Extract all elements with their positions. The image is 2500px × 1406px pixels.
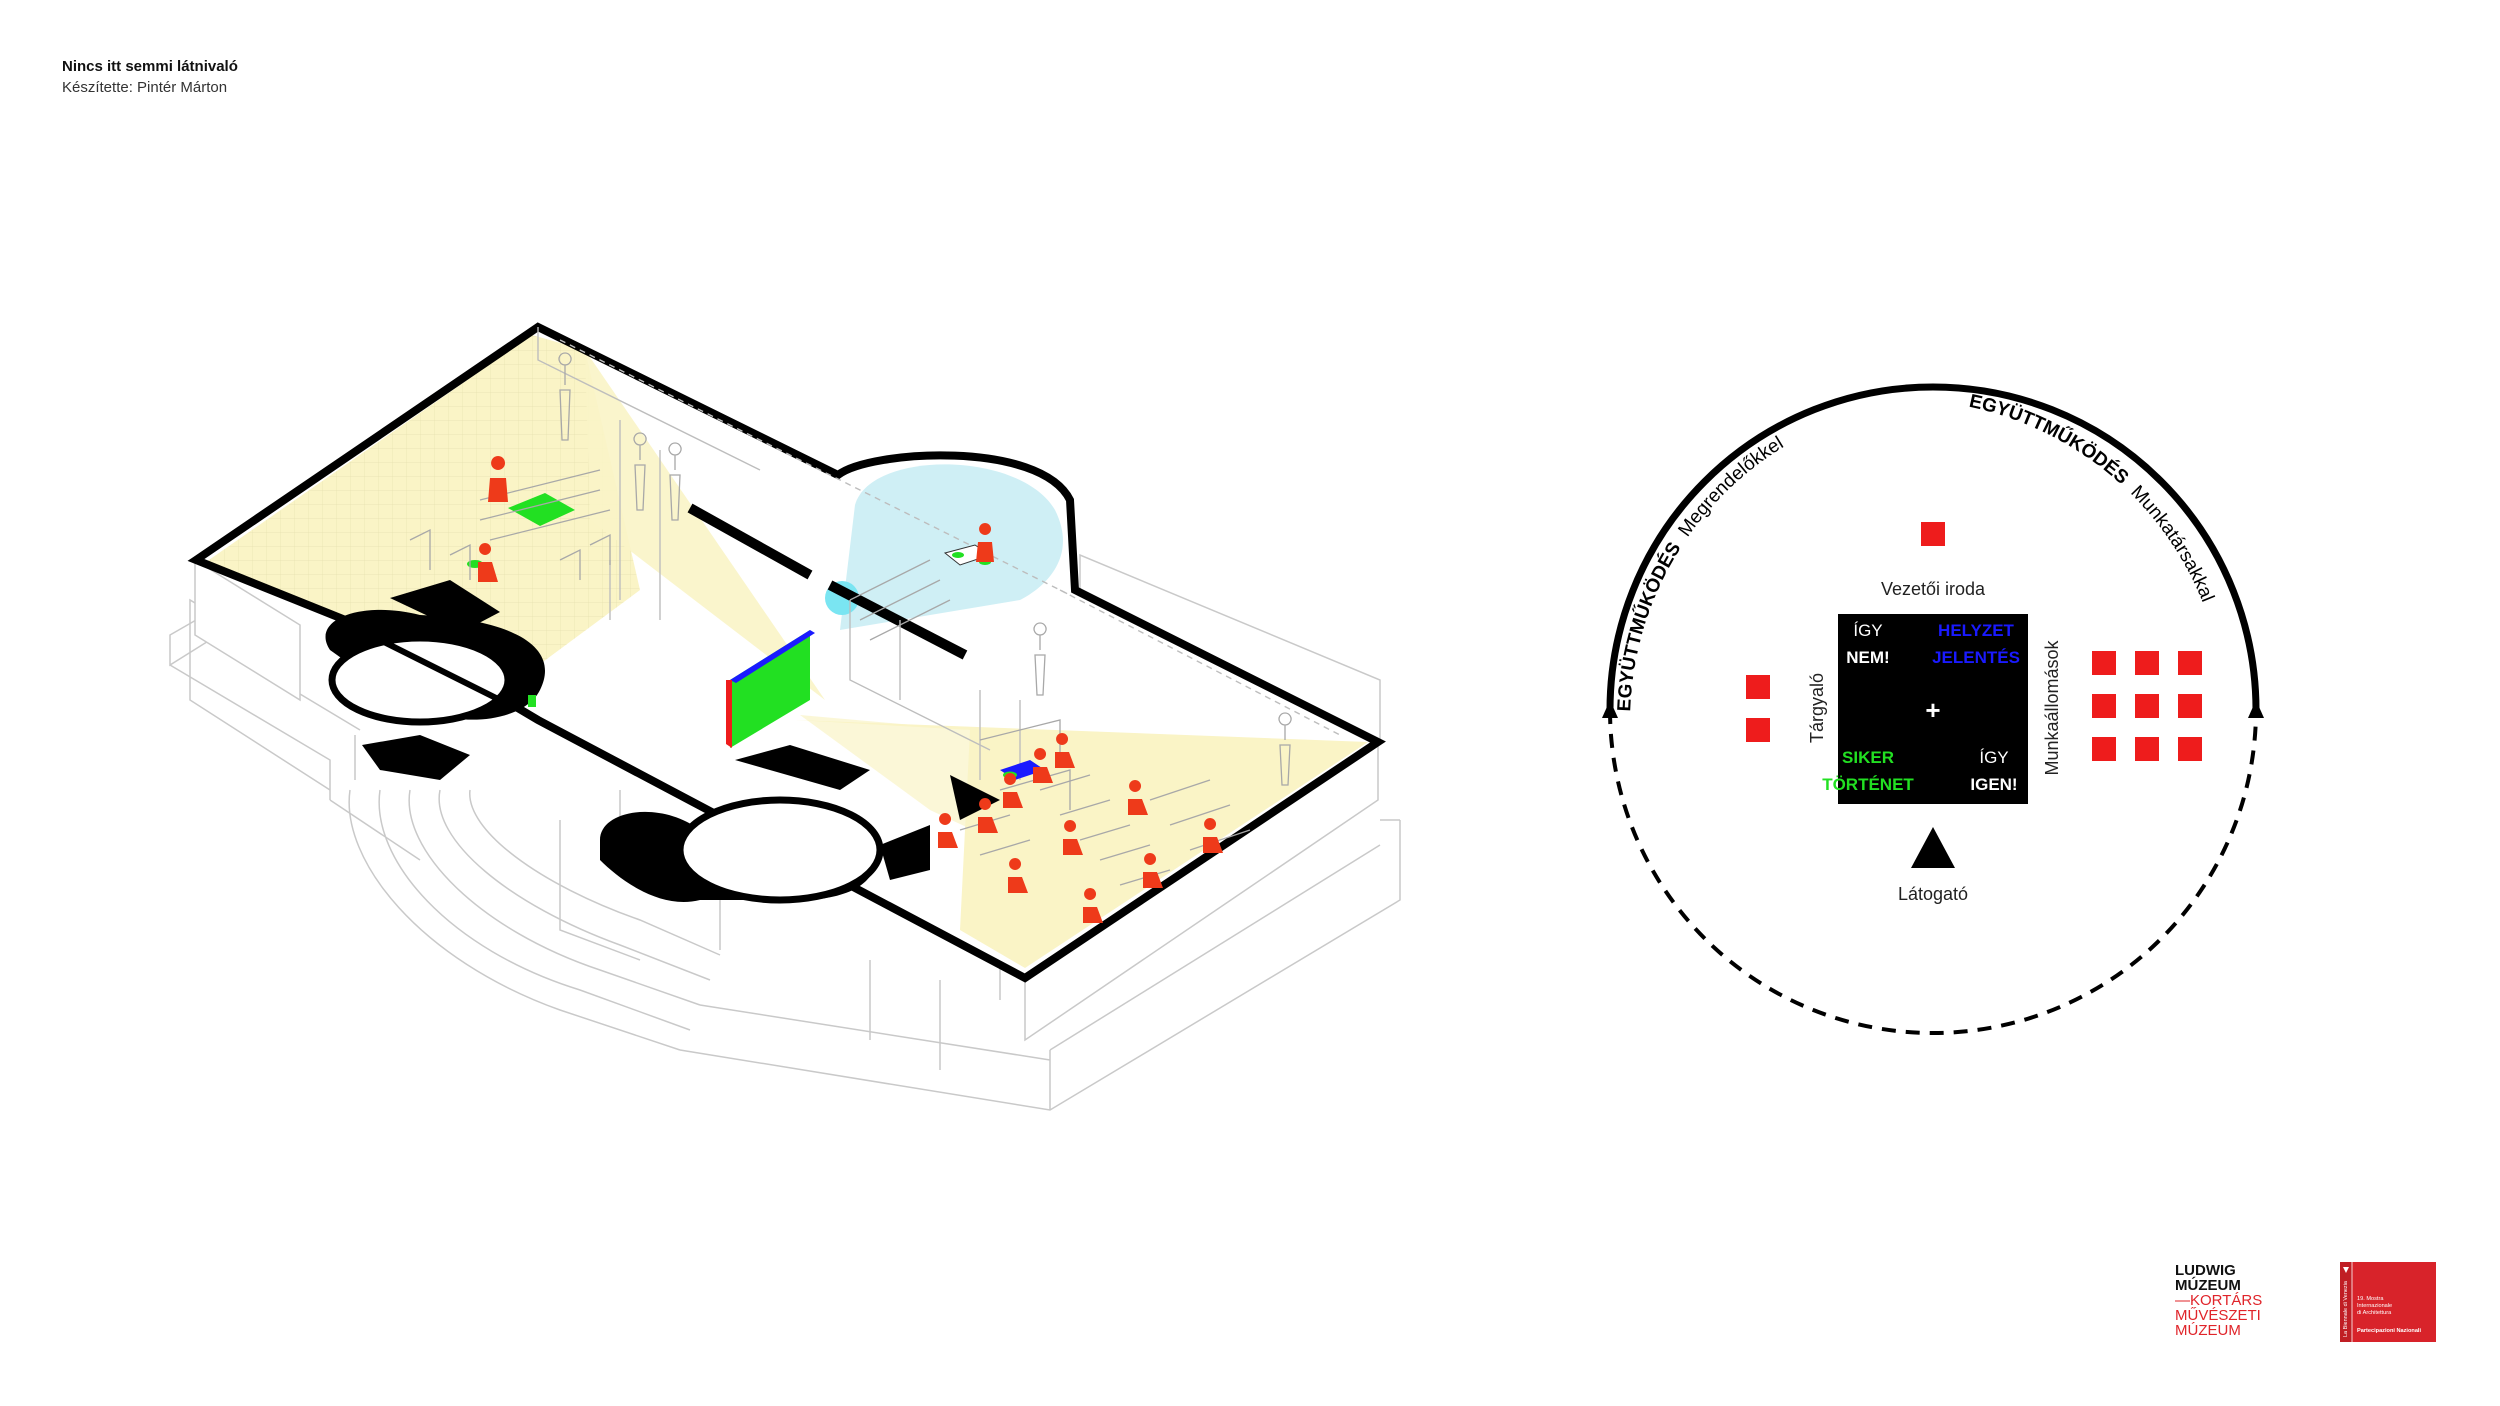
biennale-vertical: La Biennale di Venezia [2343,1280,2349,1337]
light-cones [206,335,1368,968]
grid-br-big: IGEN! [1970,775,2017,794]
meeting-square [1746,675,1770,699]
arc-left-text: Megrendelőkkel [1675,433,1788,541]
biennale-line2: Internazionale [2357,1303,2392,1309]
ludwig-museum-logo: LUDWIG MÚZEUM —KORTÁRS MŰVÉSZETI MÚZEUM [2175,1263,2295,1338]
red-squares [1746,522,2202,761]
biennale-line4: Partecipazioni Nazionali [2357,1328,2421,1334]
solid-arc [1606,383,2260,711]
grid-tr-line2: JELENTÉS [1932,648,2020,667]
label-workstations: Munkaállomások [2042,639,2062,775]
concept-diagram: EGYÜTTMŰKÖDÉS Megrendelőkkel EGYÜTTMŰKÖD… [1602,383,2264,1035]
visitor-triangle-icon [1911,827,1955,868]
tables [467,493,1045,780]
workstation-square [2092,694,2116,718]
workstation-square [2092,737,2116,761]
logo-line: MŰVÉSZETI [2175,1307,2261,1324]
workstation-square [2178,737,2202,761]
dashed-arc [1608,709,2258,1035]
workstation-square [2135,737,2159,761]
label-executive-office: Vezetői iroda [1881,579,1986,599]
workstation-square [2178,651,2202,675]
grid-tl-small: ÍGY [1853,621,1882,640]
arrow-left-icon [1602,700,1618,718]
biennale-line3: di Architettura [2357,1310,2392,1316]
page-title: Nincs itt semmi látnivaló [62,58,238,75]
workstation-square [2178,694,2202,718]
rgb-screen [726,630,815,748]
grid-tr-line1: HELYZET [1938,621,2015,640]
workstation-square [2135,651,2159,675]
logo-line: MÚZEUM [2175,1322,2241,1339]
logo-line: LUDWIG [2175,1262,2236,1279]
central-panel [1838,614,2028,804]
author-credit: Készítette: Pintér Márton [62,79,228,96]
label-meeting-room: Tárgyaló [1807,673,1827,743]
meeting-square [1746,718,1770,742]
header: Nincs itt semmi látnivaló Készítette: Pi… [62,58,238,96]
arrow-right-icon [2248,700,2264,718]
grid-bl-line1: SIKER [1842,748,1894,767]
axonometric-building [169,322,1401,1111]
biennale-logo: La Biennale di Venezia 19. Mostra Intern… [2340,1262,2436,1342]
workstation-square [2135,694,2159,718]
biennale-line1: 19. Mostra [2357,1296,2384,1302]
office-square [1921,522,1945,546]
grid-br-small: ÍGY [1979,748,2008,767]
grid-tl-big: NEM! [1846,648,1889,667]
red-figures [478,456,1223,923]
grid-center-plus: + [1925,695,1940,725]
logo-line: —KORTÁRS [2175,1292,2263,1309]
workstation-square [2092,651,2116,675]
building-outline [187,322,1386,983]
label-visitor: Látogató [1898,884,1968,904]
grid-bl-line2: TÖRTÉNET [1822,775,1914,794]
logo-line: MÚZEUM [2175,1277,2241,1294]
arc-right-text: Munkatársakkal [2126,482,2217,605]
